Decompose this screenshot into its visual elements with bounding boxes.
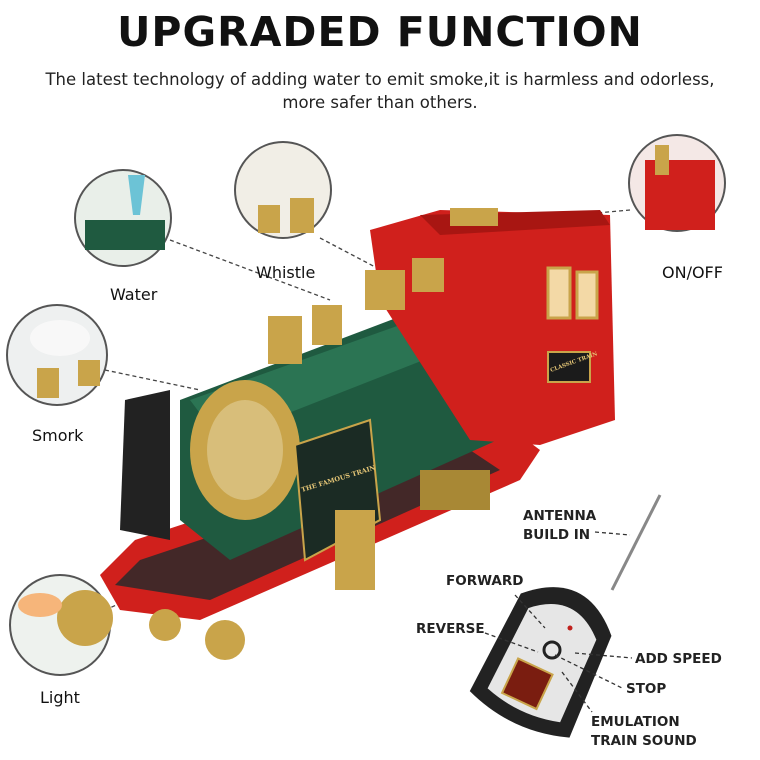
power-led-icon [567, 625, 573, 631]
stop-button-icon [542, 640, 562, 660]
subtitle-line-1: The latest technology of adding water to… [45, 70, 715, 89]
label-antenna-line1: ANTENNA [523, 508, 597, 524]
nameplate [547, 351, 591, 383]
label-reverse: REVERSE [416, 621, 485, 637]
label-add-speed: ADD SPEED [635, 651, 722, 667]
label-forward: FORWARD [446, 573, 524, 589]
subtitle-line-2: more safer than others. [282, 93, 478, 112]
water-circle [74, 169, 172, 267]
whistle-circle [234, 141, 332, 239]
callout-label-water: Water [110, 285, 158, 304]
label-train-sound-line2: TRAIN SOUND [591, 733, 697, 749]
locomotive: THE FAMOUS TRAIN CLASSIC TRAIN [100, 208, 615, 660]
callout-label-smoke: Smork [32, 426, 84, 445]
label-antenna: ANTENNA BUILD IN [523, 507, 596, 545]
antenna [610, 494, 662, 591]
feature-circles [6, 134, 726, 676]
page-title: UPGRADED FUNCTION [117, 8, 643, 56]
label-train-sound-line1: EMULATION [591, 714, 680, 730]
label-antenna-line2: BUILD IN [523, 527, 591, 543]
label-train-sound: EMULATION TRAIN SOUND [591, 713, 697, 751]
callout-label-light: Light [40, 688, 80, 707]
callout-label-whistle: Whistle [256, 263, 316, 282]
remote-control [469, 494, 662, 738]
label-stop: STOP [626, 681, 667, 697]
callout-label-onoff: ON/OFF [662, 263, 723, 282]
remote-callout-lines [484, 531, 633, 713]
